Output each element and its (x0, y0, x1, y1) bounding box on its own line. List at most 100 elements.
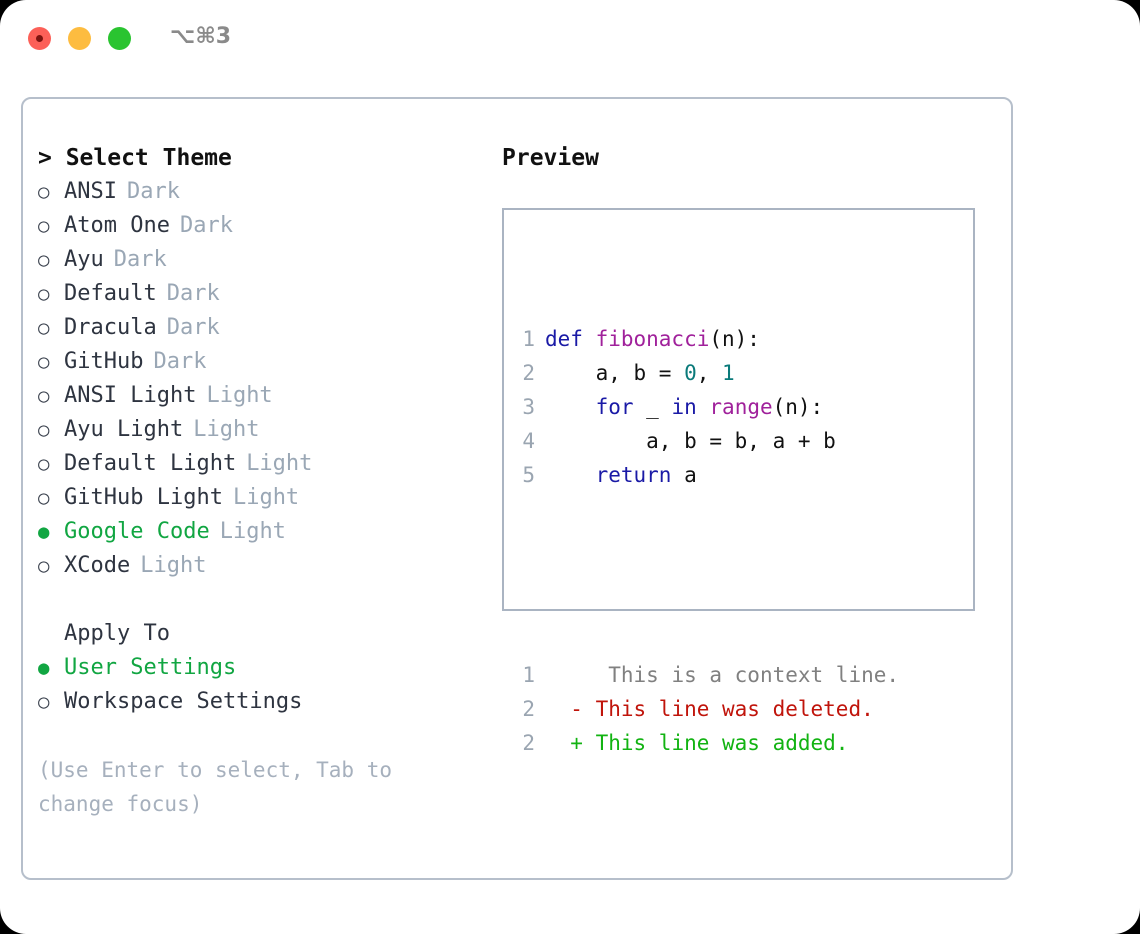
maximize-button[interactable] (108, 27, 131, 50)
code-token-pln: (n): (772, 395, 824, 419)
apply-to-option-label: User Settings (64, 655, 237, 680)
title-bar: ⌥⌘3 (0, 0, 1140, 78)
theme-option-ansi[interactable]: ○ ANSI Dark (38, 175, 488, 209)
theme-option-badge: Dark (126, 179, 180, 204)
theme-option-badge: Dark (179, 213, 233, 238)
theme-option-ayu-light[interactable]: ○ Ayu Light Light (38, 413, 488, 447)
theme-option-dracula[interactable]: ○ Dracula Dark (38, 311, 488, 345)
code-token-kw: return (595, 463, 672, 487)
theme-option-label: Google Code (64, 519, 210, 544)
theme-option-badge: Light (219, 519, 286, 544)
radio-unselected-icon[interactable]: ○ (38, 317, 50, 339)
code-token-pln (545, 395, 596, 419)
radio-unselected-icon[interactable]: ○ (38, 691, 50, 713)
radio-unselected-icon[interactable]: ○ (38, 181, 50, 203)
code-token-kw: def (545, 327, 596, 351)
line-number: 2 (522, 731, 535, 755)
theme-option-label: Default (64, 281, 157, 306)
keyboard-shortcut-label: ⌥⌘3 (170, 24, 232, 49)
code-token-num: 0 (684, 361, 697, 385)
code-token-fn: range (709, 395, 773, 419)
radio-unselected-icon[interactable]: ○ (38, 487, 50, 509)
theme-option-label: GitHub Light (64, 485, 223, 510)
radio-selected-icon[interactable]: ● (38, 521, 50, 543)
code-line: 5 return a (521, 458, 899, 492)
radio-unselected-icon[interactable]: ○ (38, 453, 50, 475)
theme-option-label: Atom One (64, 213, 170, 238)
code-token-pln (545, 463, 596, 487)
diff-marker (545, 663, 583, 687)
radio-unselected-icon[interactable]: ○ (38, 419, 50, 441)
radio-selected-icon[interactable]: ● (38, 657, 50, 679)
theme-option-default-light[interactable]: ○ Default Light Light (38, 447, 488, 481)
theme-option-label: ANSI Light (64, 383, 197, 408)
theme-option-label: Dracula (64, 315, 157, 340)
theme-option-label: ANSI (64, 179, 117, 204)
theme-option-atom-one[interactable]: ○ Atom One Dark (38, 209, 488, 243)
code-token-kw: for (595, 395, 634, 419)
select-theme-header: > Select Theme (38, 145, 232, 171)
code-token-fn: fibonacci (595, 327, 710, 351)
theme-option-badge: Light (206, 383, 273, 408)
code-token-kw: in (671, 395, 697, 419)
diff-text: This is a context line. (582, 663, 900, 687)
radio-unselected-icon[interactable]: ○ (38, 215, 50, 237)
diff-line-add: 2 + This line was added. (521, 726, 899, 760)
theme-option-label: Default Light (64, 451, 237, 476)
code-token-pln: a, b = (545, 361, 685, 385)
apply-to-option-label: Workspace Settings (64, 689, 303, 714)
theme-option-badge: Dark (153, 349, 207, 374)
radio-unselected-icon[interactable]: ○ (38, 351, 50, 373)
window-corner (1112, 906, 1140, 934)
radio-unselected-icon[interactable]: ○ (38, 249, 50, 271)
radio-unselected-icon[interactable]: ○ (38, 283, 50, 305)
line-number: 2 (522, 361, 535, 385)
diff-line-ctx: 1 This is a context line. (521, 658, 899, 692)
code-line: 3 for _ in range(n): (521, 390, 899, 424)
line-number: 3 (522, 395, 535, 419)
apply-to-option-list: ● User Settings ○ Workspace Settings (38, 651, 488, 719)
code-line: 4 a, b = b, a + b (521, 424, 899, 458)
code-blank-line (521, 560, 899, 590)
diff-line-del: 2 - This line was deleted. (521, 692, 899, 726)
line-number: 1 (522, 663, 535, 687)
code-token-pln (697, 395, 710, 419)
radio-unselected-icon[interactable]: ○ (38, 555, 50, 577)
line-number: 5 (522, 463, 535, 487)
theme-option-label: Ayu Light (64, 417, 184, 442)
radio-unselected-icon[interactable]: ○ (38, 385, 50, 407)
theme-option-badge: Light (246, 451, 313, 476)
diff-text: This line was deleted. (582, 697, 874, 721)
minimize-button[interactable] (68, 27, 91, 50)
line-number: 1 (522, 327, 535, 351)
code-token-pln: a, b = b, a + b (545, 429, 836, 453)
keyboard-hint-text: (Use Enter to select, Tab to change focu… (38, 758, 393, 816)
apply-to-option-user-settings[interactable]: ● User Settings (38, 651, 488, 685)
apply-to-option-workspace-settings[interactable]: ○ Workspace Settings (38, 685, 488, 719)
theme-option-ansi-light[interactable]: ○ ANSI Light Light (38, 379, 488, 413)
code-token-pln: _ (633, 395, 672, 419)
theme-option-label: Ayu (64, 247, 104, 272)
diff-marker: + (545, 731, 583, 755)
line-number: 4 (522, 429, 535, 453)
theme-option-badge: Light (193, 417, 260, 442)
diff-marker: - (545, 697, 583, 721)
theme-option-badge: Dark (166, 315, 220, 340)
theme-option-google-code[interactable]: ● Google Code Light (38, 515, 488, 549)
close-button[interactable] (28, 27, 51, 50)
diff-sample-block: 1 This is a context line.2 - This line w… (521, 658, 899, 760)
